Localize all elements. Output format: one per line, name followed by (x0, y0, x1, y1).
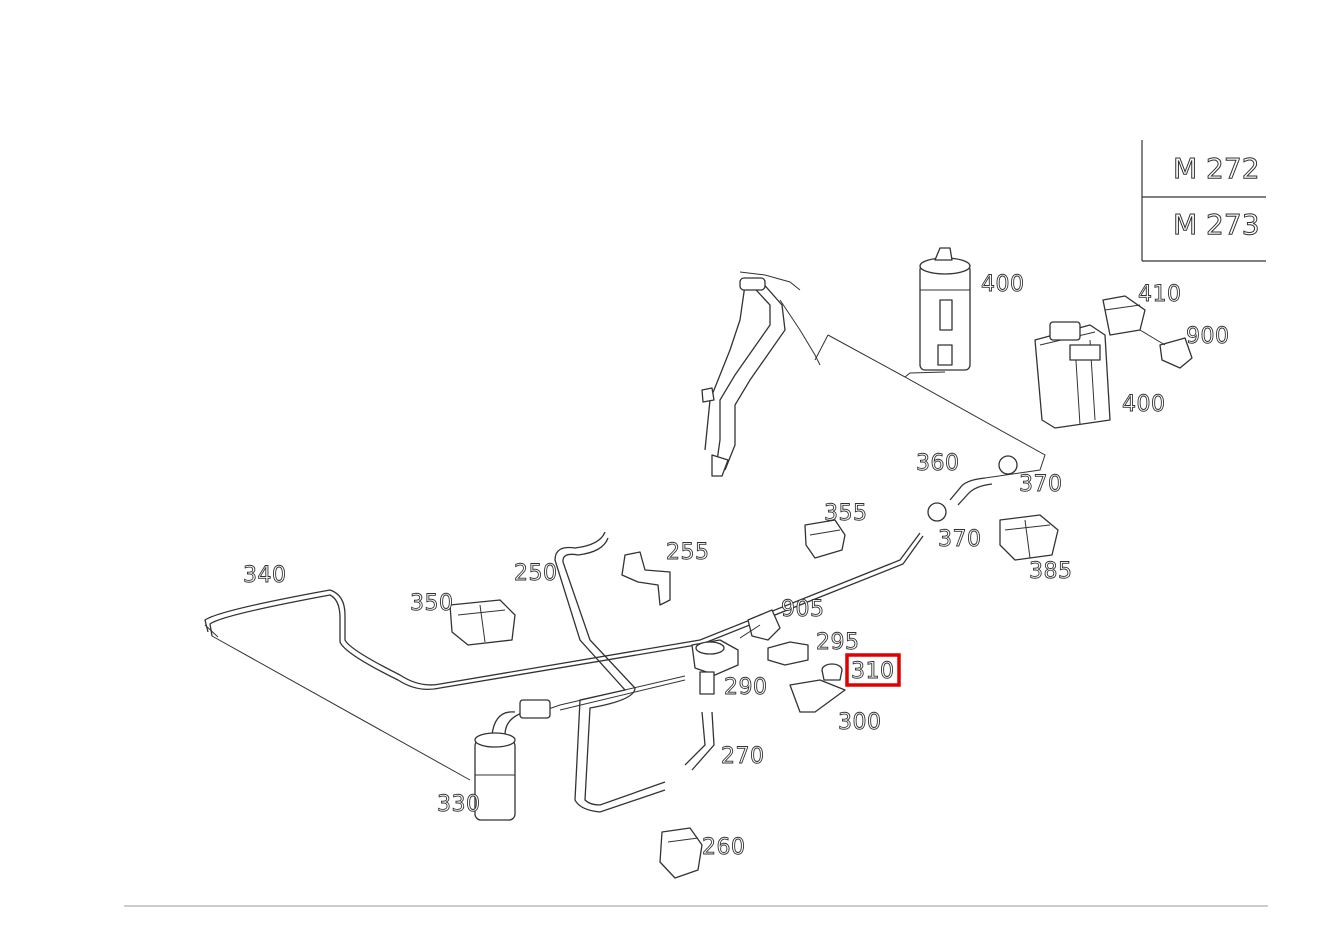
model-m273-label: M 273 (1173, 208, 1260, 241)
callout-360[interactable]: 360 (916, 451, 960, 477)
part-295[interactable] (767, 641, 809, 666)
callout-330[interactable]: 330 (437, 792, 481, 818)
line-340[interactable] (204, 532, 924, 691)
valve-385[interactable] (999, 514, 1059, 561)
callout-310[interactable]: 310 (851, 659, 895, 685)
callout-260[interactable]: 260 (702, 835, 746, 861)
callout-290[interactable]: 290 (724, 675, 768, 701)
callout-labels: 400 410 900 400 360 370 355 370 385 255 … (243, 272, 1230, 861)
line-to-330 (211, 635, 471, 781)
valve-260[interactable] (659, 827, 703, 879)
part-900[interactable] (1159, 337, 1193, 369)
part-355[interactable] (804, 519, 846, 559)
model-box: M 272 M 273 (1141, 140, 1266, 262)
valve-350[interactable] (449, 599, 516, 646)
valve-290[interactable] (691, 624, 761, 695)
grommet-310[interactable] (821, 663, 843, 681)
callout-255[interactable]: 255 (666, 540, 710, 566)
callout-270[interactable]: 270 (721, 744, 765, 770)
callout-310-highlight (845, 653, 901, 687)
callout-370-upper[interactable]: 370 (1019, 472, 1063, 498)
canister-330[interactable] (474, 699, 551, 821)
clamp-370-upper[interactable] (998, 455, 1018, 475)
line-400-to-360 (814, 334, 1046, 479)
intake-hose-assembly (701, 271, 821, 477)
callout-900[interactable]: 900 (1186, 324, 1230, 350)
hose-270[interactable] (684, 711, 715, 771)
callout-340[interactable]: 340 (243, 563, 287, 589)
callout-295[interactable]: 295 (816, 630, 860, 656)
callout-410[interactable]: 410 (1138, 282, 1182, 308)
part-905[interactable] (747, 609, 781, 641)
callout-300[interactable]: 300 (838, 710, 882, 736)
hose-360[interactable] (949, 477, 993, 506)
callout-905[interactable]: 905 (781, 597, 825, 623)
bracket-255[interactable] (621, 551, 671, 606)
line-290-to-330 (539, 675, 686, 713)
callout-370-lower[interactable]: 370 (938, 527, 982, 553)
callout-350[interactable]: 350 (410, 591, 454, 617)
callout-385[interactable]: 385 (1029, 559, 1073, 585)
clamp-370-lower[interactable] (927, 502, 947, 522)
model-m272-label: M 272 (1173, 152, 1260, 185)
callout-355[interactable]: 355 (824, 501, 868, 527)
callout-250[interactable]: 250 (514, 561, 558, 587)
charcoal-canister-400[interactable] (1034, 295, 1146, 429)
canister-400-top[interactable] (919, 247, 971, 371)
bracket-300[interactable] (789, 679, 846, 713)
callout-400-right[interactable]: 400 (1122, 392, 1166, 418)
callout-400-top[interactable]: 400 (981, 272, 1025, 298)
